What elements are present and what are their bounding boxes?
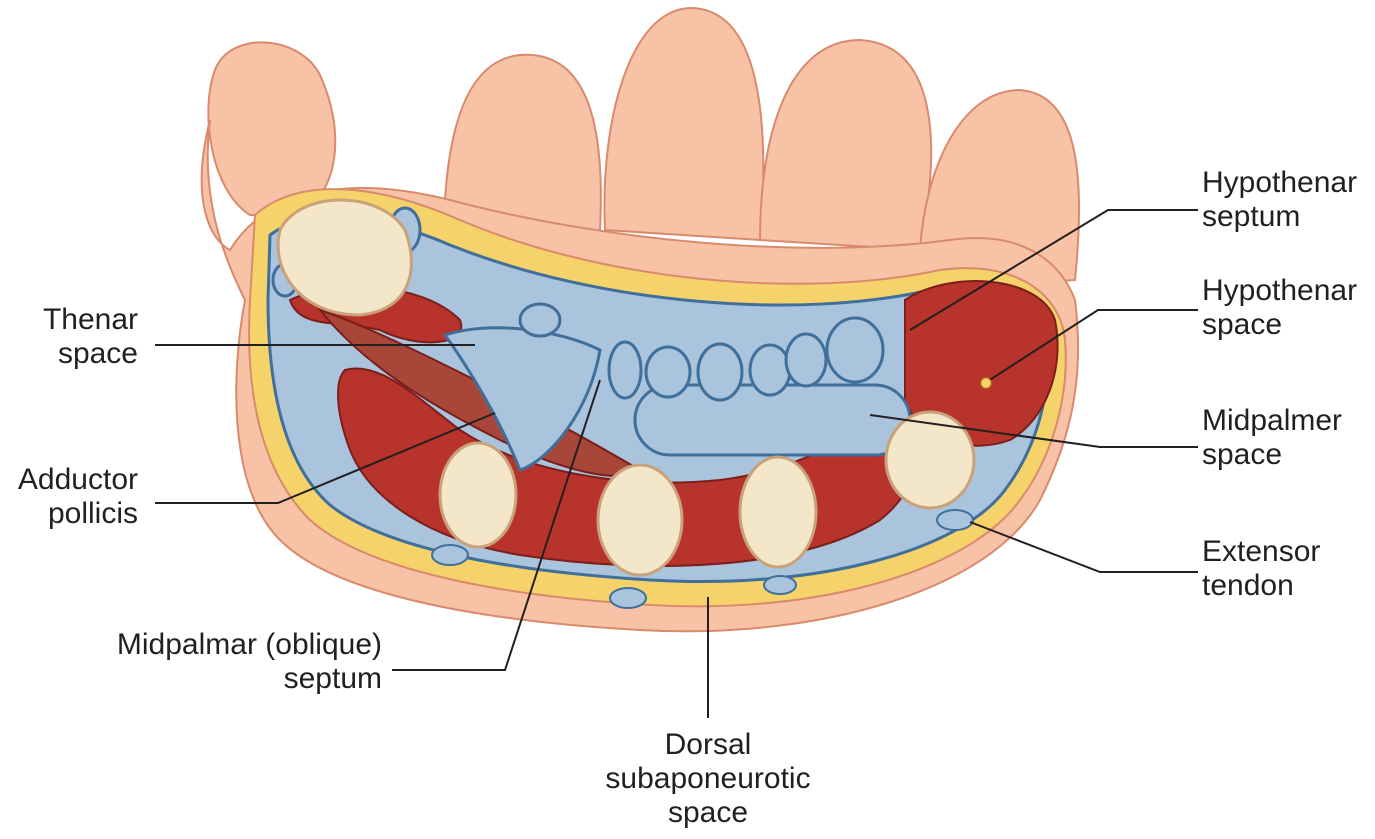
label-hypothenar-septum: Hypothenar septum [1202,166,1357,234]
label-line: Midpalmer [1202,404,1343,437]
label-dorsal-subaponeurotic-space: Dorsal subaponeurotic space [580,728,836,830]
extensor-tendons [431,509,974,609]
label-extensor-tendon: Extensor tendon [1202,535,1320,603]
leader-lines [155,209,1198,718]
label-line: Extensor [1202,535,1321,568]
label-midpalmer-space: Midpalmer space [1202,404,1342,472]
label-thenar-space: Thenar space [43,303,138,371]
middle-finger [603,6,765,242]
label-line: pollicis [47,497,138,530]
label-line: septum [283,662,382,695]
label-line: Hypothenar [1202,274,1358,307]
label-midpalmar-septum: Midpalmar (oblique) septum [117,628,382,696]
fingers [207,6,1081,292]
leader-midpalmer-space [869,414,1198,448]
label-line: Adductor [17,463,138,496]
label-line: space [1202,438,1283,471]
label-adductor-pollicis: Adductor pollicis [18,463,138,531]
label-line: subaponeurotic [605,762,811,795]
index-finger [443,53,602,247]
leader-adductor-pollicis [155,412,496,504]
leader-hypothenar-space [984,309,1198,384]
leader-hypothenar-septum [909,209,1198,331]
label-line: Hypothenar [1202,166,1358,199]
label-line: space [57,337,138,370]
label-hypothenar-space: Hypothenar space [1202,274,1357,342]
label-line: space [1202,308,1283,341]
leader-midpalmar-septum [392,379,601,671]
label-line: tendon [1202,569,1294,602]
label-line: Dorsal [664,728,752,761]
label-line: septum [1202,200,1301,233]
label-line: space [667,796,749,829]
ring-finger [758,38,933,252]
leader-extensor-tendon [969,521,1198,573]
label-line: Thenar [42,303,138,336]
label-line: Midpalmar (oblique) [116,628,382,661]
thumb [207,41,337,216]
hypothenar-space-marker [980,377,992,389]
midpalmar-fascia [442,326,912,472]
metacarpal-bones [276,198,976,577]
